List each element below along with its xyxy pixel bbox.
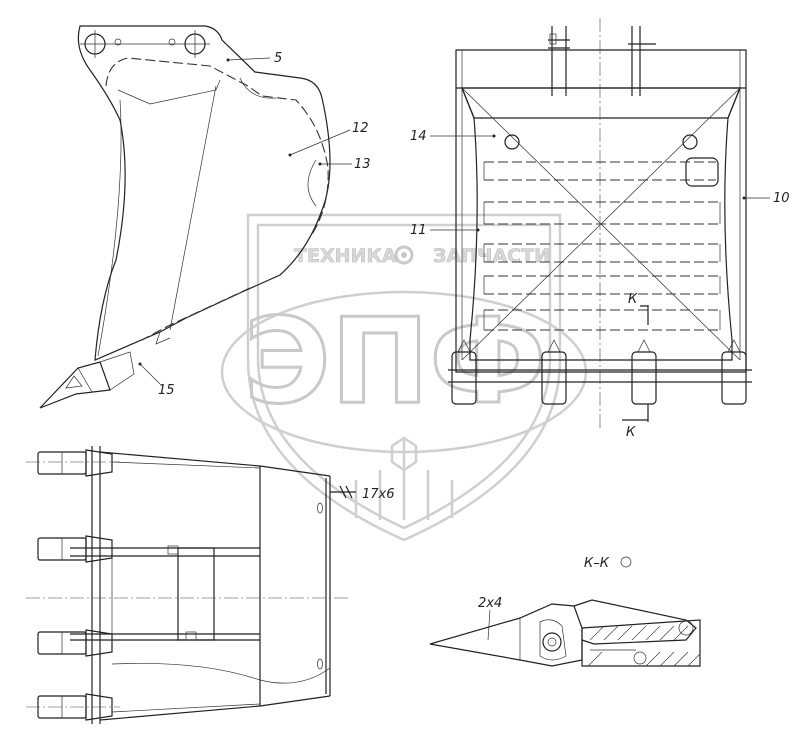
section-mark-bottom: К [626, 425, 636, 440]
watermark-brand-right: ЗАПЧАСТИ [433, 245, 550, 267]
watermark: ТЕХНИКА ЗАПЧАСТИ ЭПФ [220, 213, 588, 542]
section-k-k: К–К 2х4 [429, 556, 701, 667]
callout-5: 5 [274, 51, 282, 66]
callout-14: 14 [410, 129, 427, 144]
callout-13: 13 [354, 157, 371, 172]
weld-note-17x6: 17х6 [362, 487, 395, 502]
watermark-shield-inner [256, 223, 552, 530]
callout-11: 11 [410, 223, 427, 238]
callout-10: 10 [773, 191, 790, 206]
bucket-top-view: 17х6 [26, 446, 395, 724]
wheat-icon [354, 436, 454, 520]
callout-12: 12 [352, 121, 369, 136]
section-hatching [587, 625, 701, 667]
section-mark-top: К [628, 292, 638, 307]
watermark-brand-left: ТЕХНИКА [294, 245, 397, 267]
watermark-shield [246, 213, 562, 542]
callout-15: 15 [158, 383, 175, 398]
weld-note-2x4: 2х4 [478, 596, 502, 611]
bucket-front-view: К К 14 11 10 [410, 18, 790, 440]
ripper-side-view: 5 12 13 15 [39, 25, 371, 409]
gear-icon [394, 245, 414, 265]
front-teeth [451, 339, 747, 405]
section-circle-icon [620, 556, 632, 568]
watermark-monogram: ЭПФ [244, 292, 546, 430]
section-title: К–К [584, 556, 610, 571]
